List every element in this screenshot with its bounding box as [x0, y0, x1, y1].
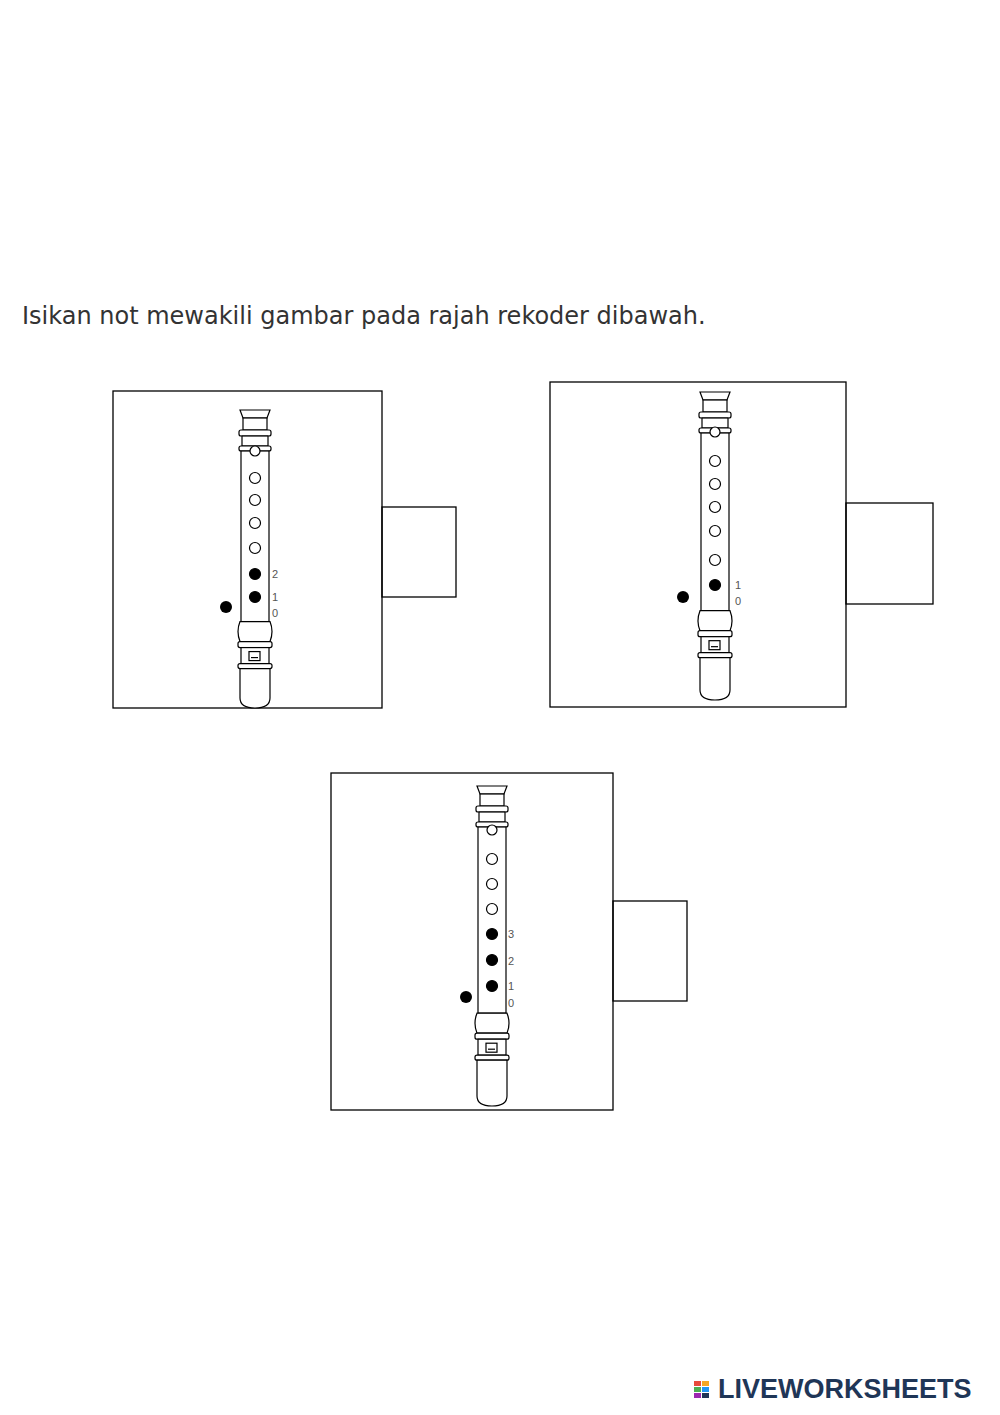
- recorder-ring: [699, 412, 731, 418]
- open-hole: [250, 473, 261, 484]
- thumb-hole: [220, 601, 232, 613]
- open-hole: [710, 555, 721, 566]
- recorder-ring: [238, 642, 272, 648]
- logo-mark: [694, 1381, 709, 1398]
- recorder-window: [249, 652, 260, 661]
- recorder-drawing: [220, 410, 272, 708]
- recorder-head: [479, 812, 505, 822]
- open-hole: [710, 502, 721, 513]
- recorder-bell: [240, 669, 270, 708]
- open-hole: [710, 526, 721, 537]
- finger-number: 0: [735, 595, 741, 607]
- open-hole: [487, 854, 498, 865]
- covered-hole: [250, 569, 261, 580]
- open-hole: [250, 543, 261, 554]
- open-hole: [487, 904, 498, 915]
- finger-number: 0: [272, 607, 278, 619]
- recorder-body: [241, 451, 269, 622]
- covered-hole: [487, 955, 498, 966]
- finger-number: 1: [272, 591, 278, 603]
- recorder-joint: [698, 611, 732, 631]
- recorder-cap: [700, 392, 730, 400]
- finger-number: 2: [272, 568, 278, 580]
- recorder-foot: [478, 1039, 506, 1055]
- covered-hole: [710, 580, 721, 591]
- covered-hole: [250, 592, 261, 603]
- recorder-ring: [698, 653, 732, 658]
- instruction-title: Isikan not mewakili gambar pada rajah re…: [22, 302, 706, 330]
- recorder-joint: [238, 622, 272, 642]
- recorder-hole: [250, 446, 260, 456]
- watermark: LIVEWORKSHEETS: [718, 1374, 972, 1405]
- answer-box: [382, 507, 456, 597]
- recorder-window: [709, 641, 720, 650]
- recorder-ring: [475, 1055, 509, 1060]
- recorder-body: [478, 827, 506, 1013]
- recorder-bell: [477, 1060, 507, 1106]
- recorder-foot: [241, 648, 269, 664]
- recorder-drawing: [677, 392, 732, 700]
- recorder-body: [701, 433, 729, 611]
- covered-hole: [487, 981, 498, 992]
- answer-box: [846, 503, 933, 604]
- picture-frame: [550, 382, 846, 707]
- recorder-head: [703, 400, 727, 412]
- recorder-head: [480, 794, 504, 806]
- covered-hole: [487, 929, 498, 940]
- answer-box: [613, 901, 687, 1001]
- finger-number: 0: [508, 997, 514, 1009]
- picture-frame: [113, 391, 382, 708]
- recorder-cap: [477, 786, 507, 794]
- recorder-drawing: [460, 786, 509, 1106]
- recorder-ring: [239, 430, 271, 436]
- recorder-window: [486, 1043, 497, 1052]
- open-hole: [710, 456, 721, 467]
- open-hole: [487, 879, 498, 890]
- finger-number: 1: [735, 579, 741, 591]
- finger-number: 2: [508, 955, 514, 967]
- recorder-foot: [701, 637, 729, 653]
- open-hole: [250, 495, 261, 506]
- recorder-ring: [475, 1033, 509, 1039]
- picture-frame: [331, 773, 613, 1110]
- recorder-ring: [476, 806, 508, 812]
- recorder-ring: [238, 664, 272, 669]
- recorder-hole: [710, 427, 720, 437]
- finger-number: 3: [508, 928, 514, 940]
- open-hole: [250, 518, 261, 529]
- thumb-hole: [677, 591, 689, 603]
- open-hole: [710, 479, 721, 490]
- finger-number: 1: [508, 980, 514, 992]
- recorder-bell: [700, 658, 730, 700]
- recorder-cap: [240, 410, 270, 418]
- recorder-head: [242, 436, 268, 446]
- thumb-hole: [460, 991, 472, 1003]
- recorder-head: [243, 418, 267, 430]
- recorder-ring: [698, 631, 732, 637]
- recorder-joint: [475, 1013, 509, 1033]
- recorder-hole: [487, 825, 497, 835]
